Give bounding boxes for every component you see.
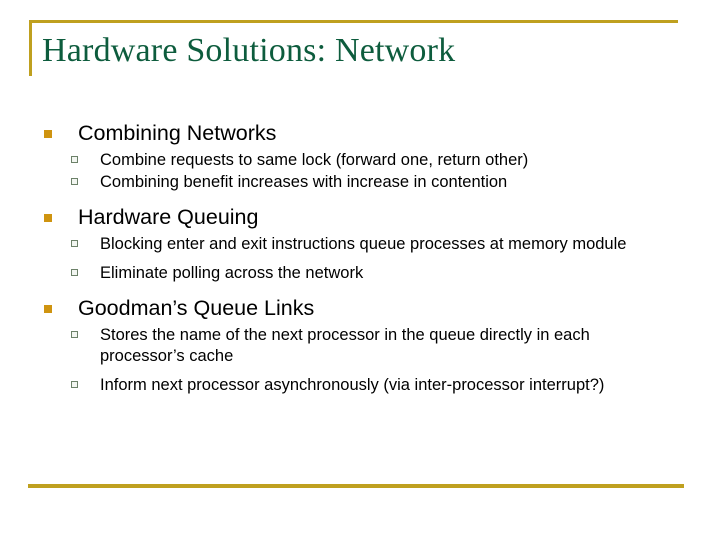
level2-bullet-label: Blocking enter and exit instructions que… [100,235,627,253]
level2-bullet-label: Inform next processor asynchronously (vi… [100,376,605,394]
hollow-square-bullet-icon [71,331,78,338]
level2-bullet-item: Combine requests to same lock (forward o… [0,150,720,171]
level1-bullet-label: Goodman’s Queue Links [78,296,315,320]
level2-bullet-label: Combining benefit increases with increas… [100,173,508,191]
level1-bullet-item: Hardware Queuing [0,202,720,232]
level2-bullet-item: Blocking enter and exit instructions que… [0,234,720,255]
level2-bullet-label: Stores the name of the next processor in… [100,326,590,365]
left-accent-rule [29,20,32,76]
level1-bullet-item: Combining Networks [0,118,720,148]
level1-bullet-label: Combining Networks [78,121,277,145]
bullet-group: Goodman’s Queue Links Stores the name of… [0,293,720,396]
level2-bullet-item: Inform next processor asynchronously (vi… [0,375,720,396]
group-spacer [0,193,720,202]
level2-bullet-item: Stores the name of the next processor in… [0,325,720,367]
sub-spacer [0,367,720,374]
hollow-square-bullet-icon [71,269,78,276]
group-spacer [0,284,720,293]
level1-bullet-label: Hardware Queuing [78,205,259,229]
slide-body: Combining Networks Combine requests to s… [0,118,720,396]
hollow-square-bullet-icon [71,240,78,247]
level2-bullet-label: Eliminate polling across the network [100,264,364,282]
square-bullet-icon [44,305,52,313]
bottom-accent-rule [28,484,684,488]
level2-bullet-item: Combining benefit increases with increas… [0,172,720,193]
hollow-square-bullet-icon [71,381,78,388]
hollow-square-bullet-icon [71,178,78,185]
slide-title: Hardware Solutions: Network [42,32,456,69]
top-accent-rule [29,20,678,23]
bullet-group: Hardware Queuing Blocking enter and exit… [0,202,720,284]
square-bullet-icon [44,130,52,138]
sub-spacer [0,255,720,262]
bullet-group: Combining Networks Combine requests to s… [0,118,720,193]
level2-bullet-item: Eliminate polling across the network [0,263,720,284]
square-bullet-icon [44,214,52,222]
hollow-square-bullet-icon [71,156,78,163]
level2-bullet-label: Combine requests to same lock (forward o… [100,151,529,169]
level1-bullet-item: Goodman’s Queue Links [0,293,720,323]
